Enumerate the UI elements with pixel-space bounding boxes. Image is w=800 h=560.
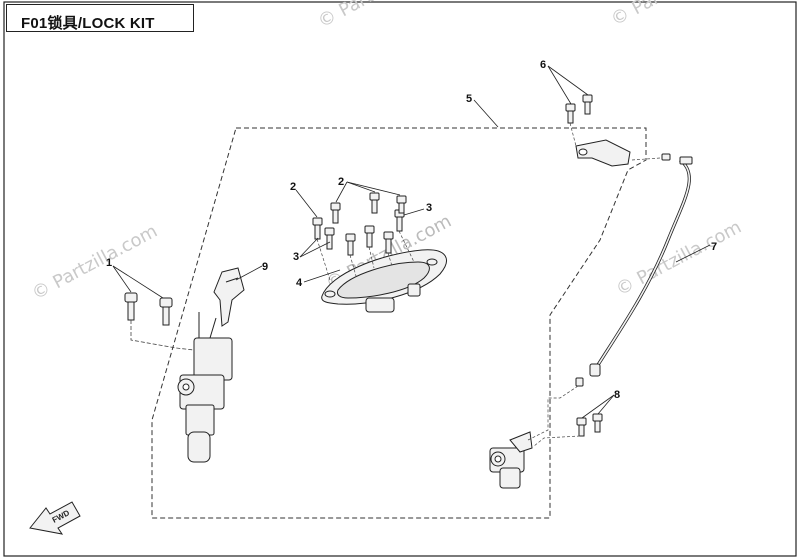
ignition-key (213, 267, 245, 327)
callout-6: 6 (540, 59, 546, 71)
watermark-top-right: © Partzilla.com (607, 0, 740, 30)
screw-set-3 (312, 209, 405, 256)
outer-frame (3, 1, 797, 557)
callout-2a: 2 (290, 181, 296, 193)
callout-4: 4 (296, 277, 303, 289)
callout-3b: 3 (426, 202, 432, 214)
actuator-leaders (527, 385, 581, 447)
assembly-outline (151, 127, 647, 519)
callout-8: 8 (614, 389, 620, 401)
ignition-switch (177, 312, 233, 463)
leader-6-dash (569, 122, 577, 147)
plate-leaders (316, 230, 415, 281)
callout-1: 1 (106, 257, 112, 269)
watermark-right: © Partzilla.com (612, 217, 745, 301)
leader-lines (112, 65, 711, 419)
callout-2b: 2 (338, 176, 344, 188)
seat-lock-bracket (565, 94, 631, 167)
seat-lock-actuator (489, 431, 533, 489)
callout-5: 5 (466, 93, 472, 105)
callout-7: 7 (711, 241, 717, 253)
screw-set-1 (124, 292, 173, 326)
fwd-arrow-icon: FWD (29, 501, 81, 535)
callout-3a: 3 (293, 251, 299, 263)
screw-set-8 (576, 413, 603, 437)
leader-1-dash (130, 320, 195, 351)
callout-9: 9 (262, 261, 268, 273)
diagram-title: F01锁具/LOCK KIT (21, 15, 155, 32)
fuel-cap-assembly (321, 249, 447, 313)
watermark-left: © Partzilla.com (28, 221, 161, 305)
watermark-top-center: © Partzilla.com (314, 0, 447, 32)
screw-set-2 (330, 192, 407, 224)
seat-lock-cable (575, 153, 693, 387)
title-box: F01锁具/LOCK KIT (6, 4, 194, 32)
